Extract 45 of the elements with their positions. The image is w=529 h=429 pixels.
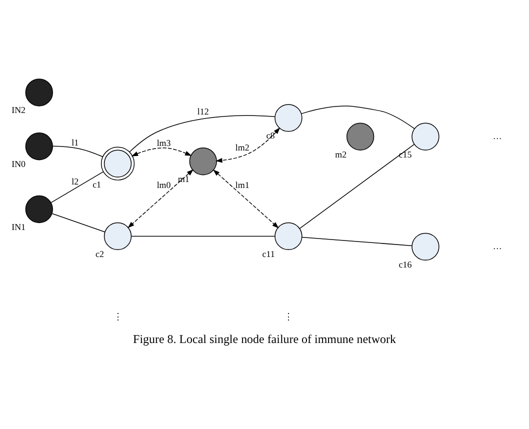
- arrow: [212, 169, 279, 228]
- node-circle: [25, 195, 53, 224]
- node-circle: [346, 122, 374, 150]
- node-label: c16: [398, 259, 412, 270]
- node-label: c11: [262, 248, 275, 259]
- node-circle: [274, 104, 302, 132]
- connector: [52, 213, 106, 232]
- node-label: IN1: [12, 222, 26, 232]
- caption: Figure 8. Local single node failure of immune network: [133, 332, 396, 346]
- connector: [131, 236, 276, 237]
- label: …: [492, 241, 502, 252]
- node-circle: [189, 148, 217, 176]
- edge-label: l12: [197, 106, 209, 117]
- edge-label: lm1: [235, 180, 250, 190]
- node-label: c2: [96, 248, 104, 259]
- edge-label: l2: [72, 176, 79, 186]
- node-circle: [274, 222, 302, 250]
- connector: [299, 144, 415, 229]
- edge-label: l1: [72, 137, 79, 148]
- connector: [301, 106, 415, 130]
- connector: [52, 146, 103, 158]
- node-label: m2: [335, 149, 347, 160]
- node-label: IN2: [12, 105, 26, 116]
- connector: [129, 115, 276, 152]
- arrow: [131, 148, 192, 156]
- node-label: IN0: [12, 159, 26, 170]
- label: …: [492, 130, 502, 141]
- node-circle: [412, 232, 440, 261]
- arrow: [128, 169, 194, 228]
- edge-label: lm3: [156, 138, 171, 148]
- node-circle: [100, 146, 135, 180]
- connector: [302, 236, 412, 246]
- node-circle: [25, 78, 53, 106]
- edge-label: lm2: [235, 142, 250, 153]
- arrow: [216, 127, 280, 163]
- label: ⋮: [113, 311, 122, 322]
- node-circle: [412, 122, 440, 150]
- node-label: c1: [92, 179, 102, 190]
- node-circle: [25, 132, 53, 160]
- node-label: c15: [398, 149, 412, 160]
- node-circle: [104, 222, 132, 250]
- node-label: m1: [178, 174, 190, 184]
- edge-label: lm0: [156, 180, 171, 190]
- label: ⋮: [284, 311, 293, 322]
- connector: [50, 171, 104, 204]
